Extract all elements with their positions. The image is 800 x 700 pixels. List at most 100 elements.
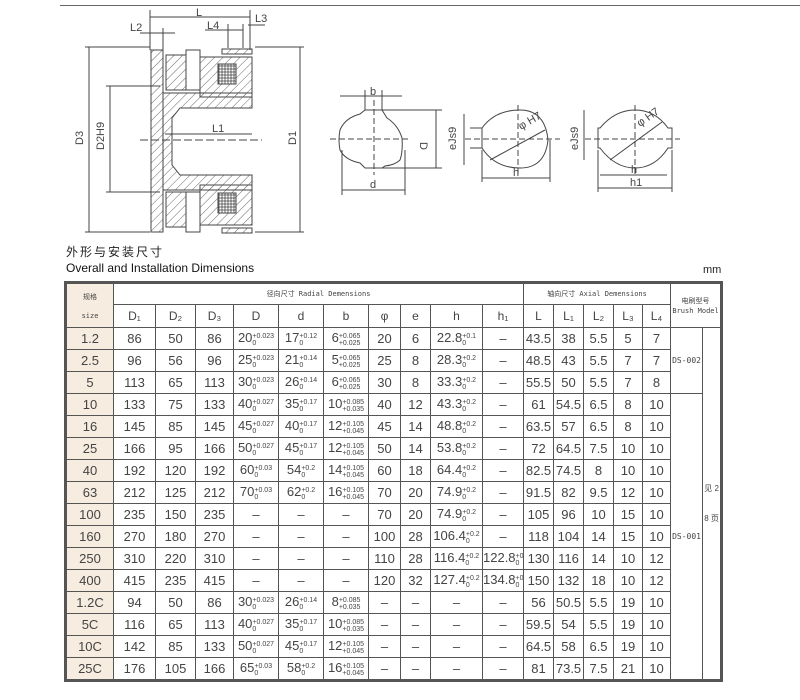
- size-cell: 10C: [66, 635, 114, 658]
- value-cell: 8: [400, 371, 431, 394]
- column-header: h₁: [481, 304, 525, 328]
- value-cell: 133: [195, 393, 234, 416]
- value-cell: 16+0.105+0.045: [323, 481, 369, 504]
- value-cell: 5.5: [583, 371, 615, 394]
- lower-tolerance: 0: [462, 362, 467, 369]
- upper-tolerance: +0.14: [299, 597, 318, 604]
- lower-tolerance: 0: [462, 516, 467, 523]
- value-cell: 212: [113, 481, 156, 504]
- value-cell: 7: [613, 349, 644, 372]
- upper-tolerance: +0.023: [252, 597, 275, 604]
- lower-tolerance: 0: [252, 384, 257, 391]
- nominal-value: 134.8: [483, 572, 516, 587]
- unit-label: mm: [703, 264, 722, 276]
- value-cell: 10: [642, 657, 672, 680]
- value-cell: –: [481, 327, 525, 350]
- lower-tolerance: 0: [299, 384, 304, 391]
- double-keyed-bore-drawing: [583, 105, 680, 192]
- lower-tolerance: +0.045: [342, 648, 365, 655]
- lower-tolerance: +0.045: [342, 472, 365, 479]
- value-cell: 50.5: [553, 591, 585, 614]
- value-cell: –: [400, 613, 431, 636]
- value-cell: 415: [113, 569, 156, 592]
- value-cell: 94: [113, 591, 156, 614]
- column-header: e: [400, 304, 431, 328]
- value-cell: 116: [113, 613, 156, 636]
- column-header: D₃: [195, 304, 234, 328]
- upper-tolerance: +0.027: [252, 619, 275, 626]
- lower-tolerance: 0: [462, 406, 467, 413]
- value-cell: 10: [583, 503, 615, 526]
- tolerance: +0.065+0.025: [339, 355, 361, 369]
- column-header: d: [278, 304, 324, 328]
- value-cell: 16+0.105+0.045: [323, 657, 369, 680]
- value-cell: 10: [613, 437, 644, 460]
- value-cell: 7.5: [583, 437, 615, 460]
- nominal-value: 10: [327, 616, 343, 631]
- value-cell: 58: [553, 635, 585, 658]
- value-cell: 120: [368, 569, 401, 592]
- value-cell: 7: [613, 371, 644, 394]
- value-cell: 86: [113, 327, 156, 350]
- value-cell: 30: [368, 371, 401, 394]
- nominal-value: 60: [239, 462, 255, 477]
- value-cell: 96: [553, 503, 585, 526]
- value-cell: –: [233, 525, 279, 548]
- value-cell: 10: [642, 437, 672, 460]
- nominal-value: 33.3: [436, 374, 463, 389]
- upper-tolerance: +0.2: [301, 663, 316, 670]
- nominal-value: 127.4: [433, 572, 466, 587]
- label-L3: L3: [255, 13, 267, 25]
- value-cell: 10: [642, 459, 672, 482]
- value-cell: 19: [613, 591, 644, 614]
- upper-tolerance: +0.105: [342, 663, 365, 670]
- nominal-value: 45: [284, 440, 300, 455]
- value-cell: 12: [613, 481, 644, 504]
- size-cell: 16: [66, 415, 114, 438]
- upper-tolerance: +0.2: [462, 509, 477, 516]
- value-cell: 85: [155, 635, 196, 658]
- upper-tolerance: +0.17: [299, 619, 318, 626]
- value-cell: 28: [400, 547, 431, 570]
- upper-tolerance: +0.023: [252, 333, 275, 340]
- value-cell: 235: [195, 503, 234, 526]
- value-cell: 19: [613, 635, 644, 658]
- value-cell: 235: [155, 569, 196, 592]
- size-cell: 2.5: [66, 349, 114, 372]
- tolerance: +0.065+0.025: [339, 333, 361, 347]
- value-cell: 212: [195, 481, 234, 504]
- value-cell: –: [481, 613, 525, 636]
- value-cell: 10+0.085+0.035: [323, 613, 369, 636]
- value-cell: 74.5: [553, 459, 585, 482]
- lower-tolerance: 0: [462, 340, 467, 347]
- nominal-value: 54: [286, 462, 302, 477]
- upper-tolerance: +0.105: [342, 443, 365, 450]
- value-cell: 118: [523, 525, 555, 548]
- upper-tolerance: +0.17: [299, 399, 318, 406]
- column-header: L₂: [583, 304, 615, 328]
- nominal-value: 26: [284, 374, 300, 389]
- label-h: h: [513, 167, 519, 179]
- value-cell: 142: [113, 635, 156, 658]
- value-cell: 72: [523, 437, 555, 460]
- value-cell: –: [233, 503, 279, 526]
- value-cell: 220: [155, 547, 196, 570]
- lower-tolerance: 0: [299, 340, 304, 347]
- lower-tolerance: 0: [252, 340, 257, 347]
- nominal-value: 8: [331, 594, 339, 609]
- dimensions-table: 规格 size 径向尺寸 Radial Demensions 轴向尺寸 Axia…: [63, 281, 724, 682]
